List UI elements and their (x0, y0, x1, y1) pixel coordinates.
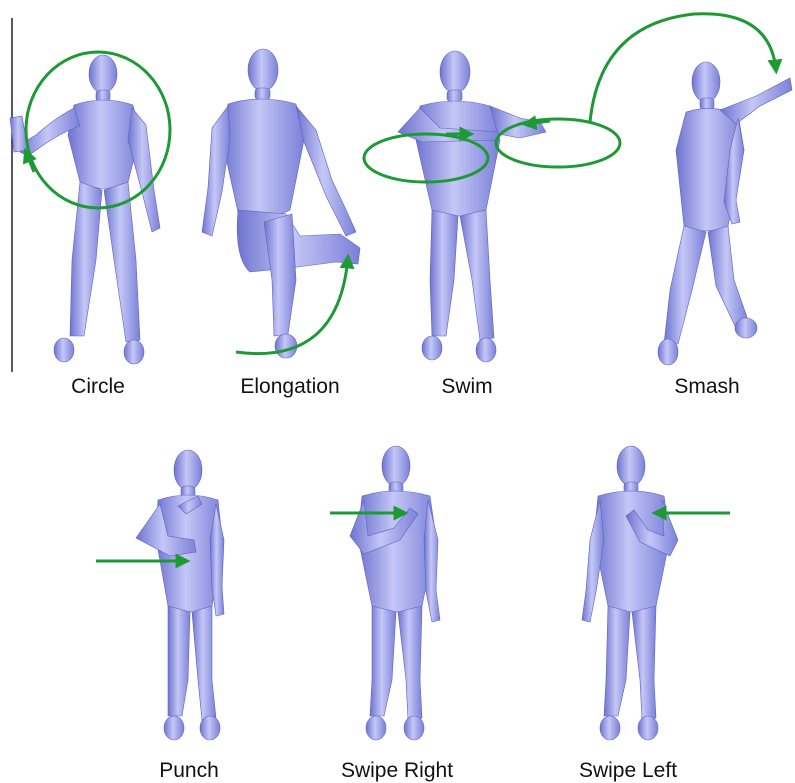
figure-head (248, 49, 278, 91)
figure-swim (398, 51, 546, 362)
figure-arm-raised (720, 78, 792, 124)
figure-head (89, 55, 117, 93)
figure-elongation (202, 49, 360, 358)
figure-torso (222, 99, 304, 218)
figure-arm-left (202, 106, 230, 236)
figure-foot-right (476, 338, 496, 362)
figure-leg-left (604, 606, 630, 716)
figure-leg-right (708, 226, 748, 328)
figure-leg-left (430, 210, 458, 336)
figure-leg-left (168, 606, 190, 716)
figure-head (692, 62, 720, 102)
figure-leg-right (632, 606, 656, 720)
figure-foot-left (600, 716, 620, 740)
figure-foot-right (638, 716, 658, 740)
figure-arm-left (582, 500, 604, 622)
figure-head (440, 51, 470, 93)
swim-motion-ellipse-right (496, 119, 620, 167)
label-swim: Swim (441, 376, 492, 397)
figure-punch (136, 450, 224, 740)
figure-arm-down (128, 108, 160, 232)
figure-leg-right (192, 606, 216, 720)
figure-foot-right (404, 716, 424, 740)
figure-leg-left (664, 226, 706, 344)
figure-neck (255, 88, 270, 100)
figure-arm-down (424, 500, 440, 622)
figure-foot-right (124, 340, 144, 364)
figure-swipe-left (582, 446, 678, 740)
label-swipe-left: Swipe Left (579, 760, 677, 781)
figure-foot-right (735, 318, 757, 338)
figure-arm-right (296, 106, 356, 236)
figure-foot-left (164, 716, 184, 740)
figure-circle (10, 55, 160, 364)
figure-foot-right (200, 716, 220, 740)
label-elongation: Elongation (240, 376, 339, 397)
figure-head (617, 446, 645, 486)
label-circle: Circle (71, 376, 125, 397)
label-smash: Smash (674, 376, 739, 397)
figure-head (382, 446, 410, 486)
label-swipe-right: Swipe Right (341, 760, 453, 781)
figure-head (174, 450, 202, 490)
figure-leg-standing (264, 214, 296, 336)
figure-torso (594, 491, 670, 612)
figure-foot-left (54, 338, 74, 362)
figure-foot-left (422, 336, 442, 360)
figure-swipe-right (350, 446, 440, 740)
figure-leg-right (460, 210, 494, 340)
figure-smash (658, 62, 792, 365)
label-punch: Punch (159, 760, 219, 781)
figure-foot-left (366, 716, 386, 740)
figure-foot (275, 334, 297, 358)
figure-foot-left (658, 339, 678, 365)
figure-leg-right (398, 606, 422, 720)
figure-leg-left (370, 606, 396, 716)
figure-neck (447, 90, 462, 102)
